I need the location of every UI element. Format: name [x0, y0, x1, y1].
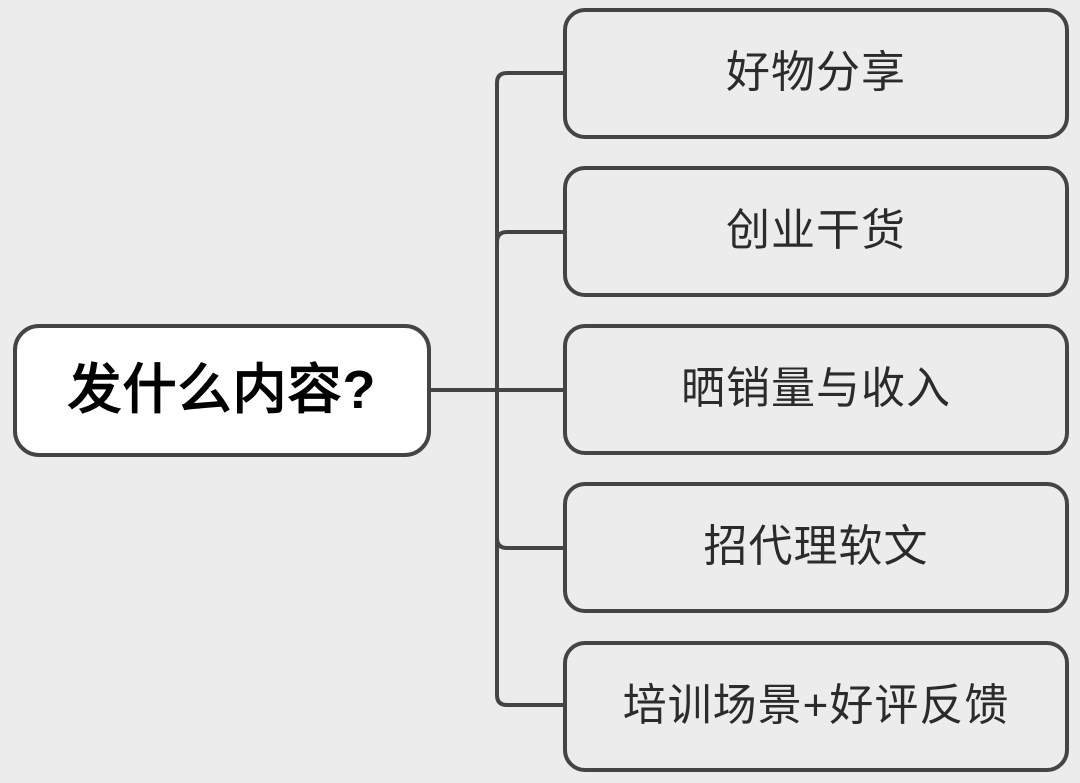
branch-node-1-label: 好物分享: [726, 48, 906, 98]
branch-node-2-label: 创业干货: [726, 206, 906, 256]
branch-node-4-label: 招代理软文: [703, 522, 929, 572]
connector-branch-2: [495, 230, 563, 243]
branch-node-3[interactable]: 晒销量与收入: [563, 324, 1069, 455]
branch-node-5[interactable]: 培训场景+好评反馈: [563, 641, 1069, 772]
branch-node-1[interactable]: 好物分享: [563, 8, 1069, 139]
connector-branch-5: [495, 390, 563, 707]
connector-branch-4: [495, 537, 563, 550]
branch-node-4[interactable]: 招代理软文: [563, 482, 1069, 613]
root-node[interactable]: 发什么内容?: [13, 324, 431, 457]
branch-node-5-label: 培训场景+好评反馈: [622, 681, 1010, 731]
connector-branch-1: [495, 71, 563, 390]
root-node-label: 发什么内容?: [67, 359, 377, 420]
branch-node-2[interactable]: 创业干货: [563, 166, 1069, 297]
branch-node-3-label: 晒销量与收入: [681, 364, 951, 414]
